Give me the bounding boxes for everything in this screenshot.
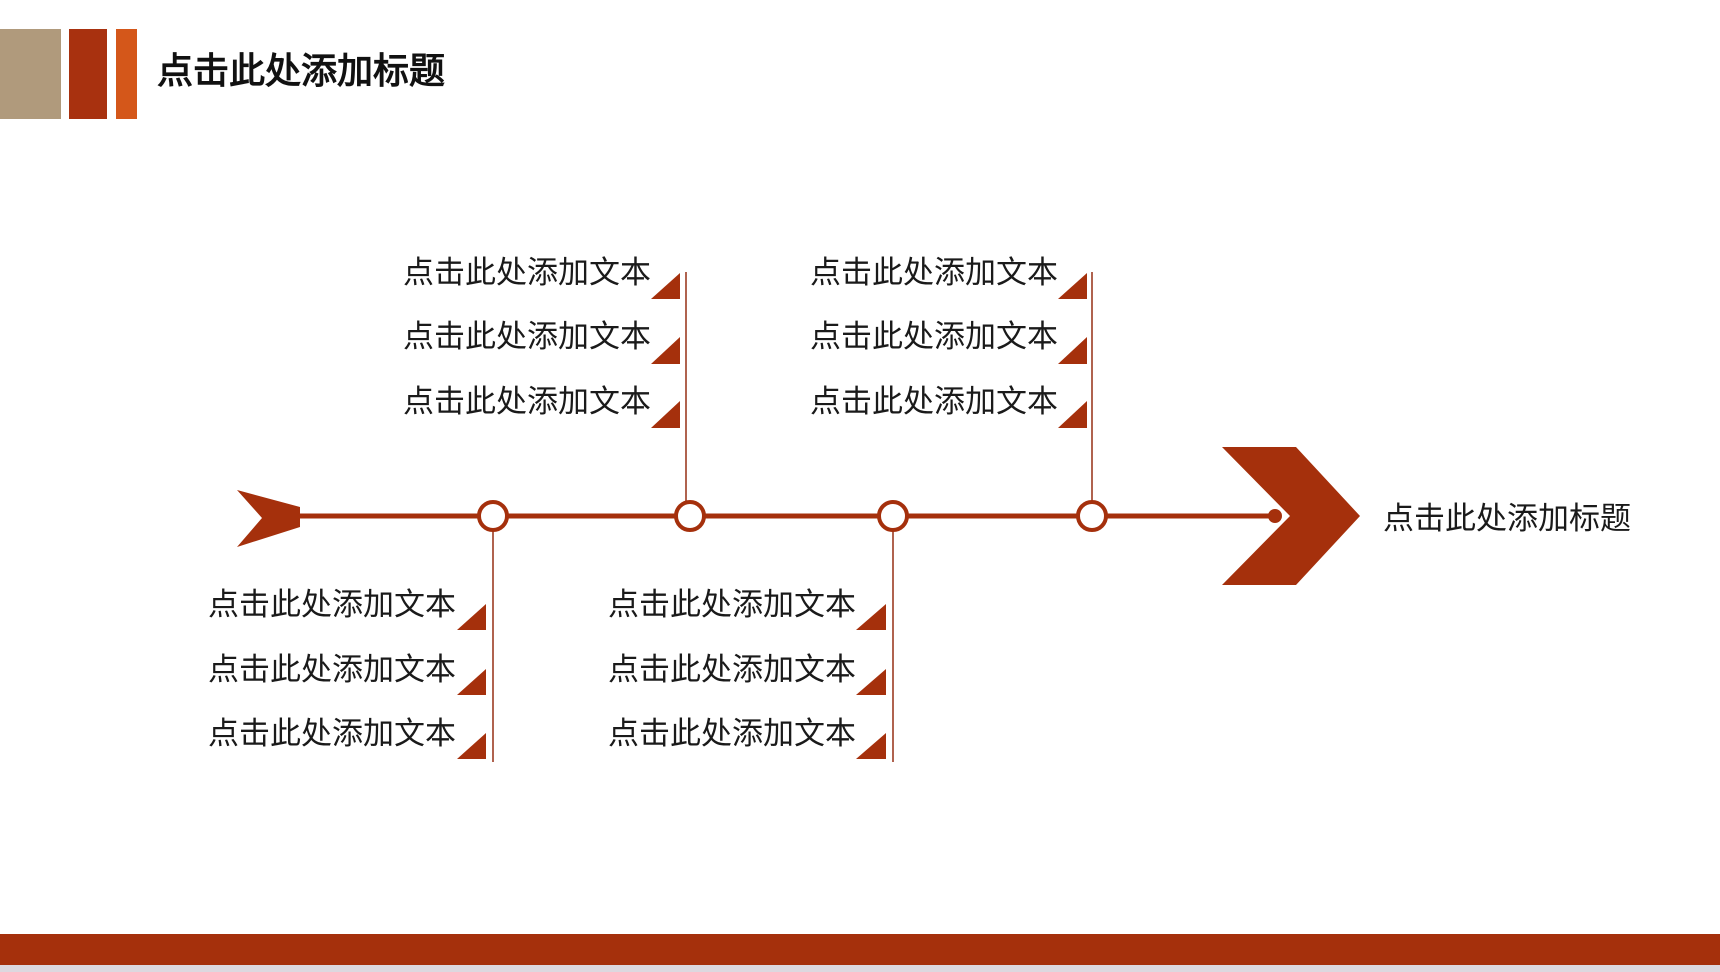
- header-orange-block: [116, 29, 137, 119]
- header-dark-red-block: [69, 29, 107, 119]
- node-3-text-3[interactable]: 点击此处添加文本: [608, 716, 856, 752]
- triangle-marker-icon: [856, 604, 886, 630]
- node-1-text-3[interactable]: 点击此处添加文本: [208, 716, 456, 752]
- triangle-marker-icon: [856, 669, 886, 695]
- page-title[interactable]: 点击此处添加标题: [157, 51, 446, 92]
- timeline-node-4[interactable]: [1076, 500, 1108, 532]
- timeline-node-2[interactable]: [674, 500, 706, 532]
- timeline-node-3[interactable]: [877, 500, 909, 532]
- triangle-marker-icon: [651, 401, 680, 428]
- triangle-marker-icon: [1058, 401, 1087, 428]
- footer-strip: [0, 965, 1720, 972]
- triangle-marker-icon: [457, 733, 486, 759]
- node-4-text-1[interactable]: 点击此处添加文本: [810, 255, 1058, 291]
- chevron-arrow-icon: [1222, 447, 1360, 585]
- triangle-marker-icon: [1058, 273, 1087, 299]
- node-2-text-3[interactable]: 点击此处添加文本: [403, 384, 651, 420]
- node-3-text-1[interactable]: 点击此处添加文本: [608, 587, 856, 623]
- timeline-node-1[interactable]: [477, 500, 509, 532]
- node-3-text-2[interactable]: 点击此处添加文本: [608, 652, 856, 688]
- triangle-marker-icon: [856, 733, 886, 759]
- node-4-text-3[interactable]: 点击此处添加文本: [810, 384, 1058, 420]
- node-2-text-2[interactable]: 点击此处添加文本: [403, 319, 651, 355]
- header-tan-block: [0, 29, 61, 119]
- node-1-text-1[interactable]: 点击此处添加文本: [208, 587, 456, 623]
- triangle-marker-icon: [457, 669, 486, 695]
- axis-end-dot: [1268, 509, 1282, 523]
- triangle-marker-icon: [1058, 337, 1087, 364]
- footer-bar: [0, 934, 1720, 965]
- node-1-text-2[interactable]: 点击此处添加文本: [208, 652, 456, 688]
- triangle-marker-icon: [651, 273, 680, 299]
- node-2-text-1[interactable]: 点击此处添加文本: [403, 255, 651, 291]
- node-4-text-2[interactable]: 点击此处添加文本: [810, 319, 1058, 355]
- tail-arrow-icon: [237, 490, 300, 547]
- triangle-marker-icon: [651, 337, 680, 364]
- timeline-end-label[interactable]: 点击此处添加标题: [1383, 501, 1631, 537]
- triangle-marker-icon: [457, 604, 486, 630]
